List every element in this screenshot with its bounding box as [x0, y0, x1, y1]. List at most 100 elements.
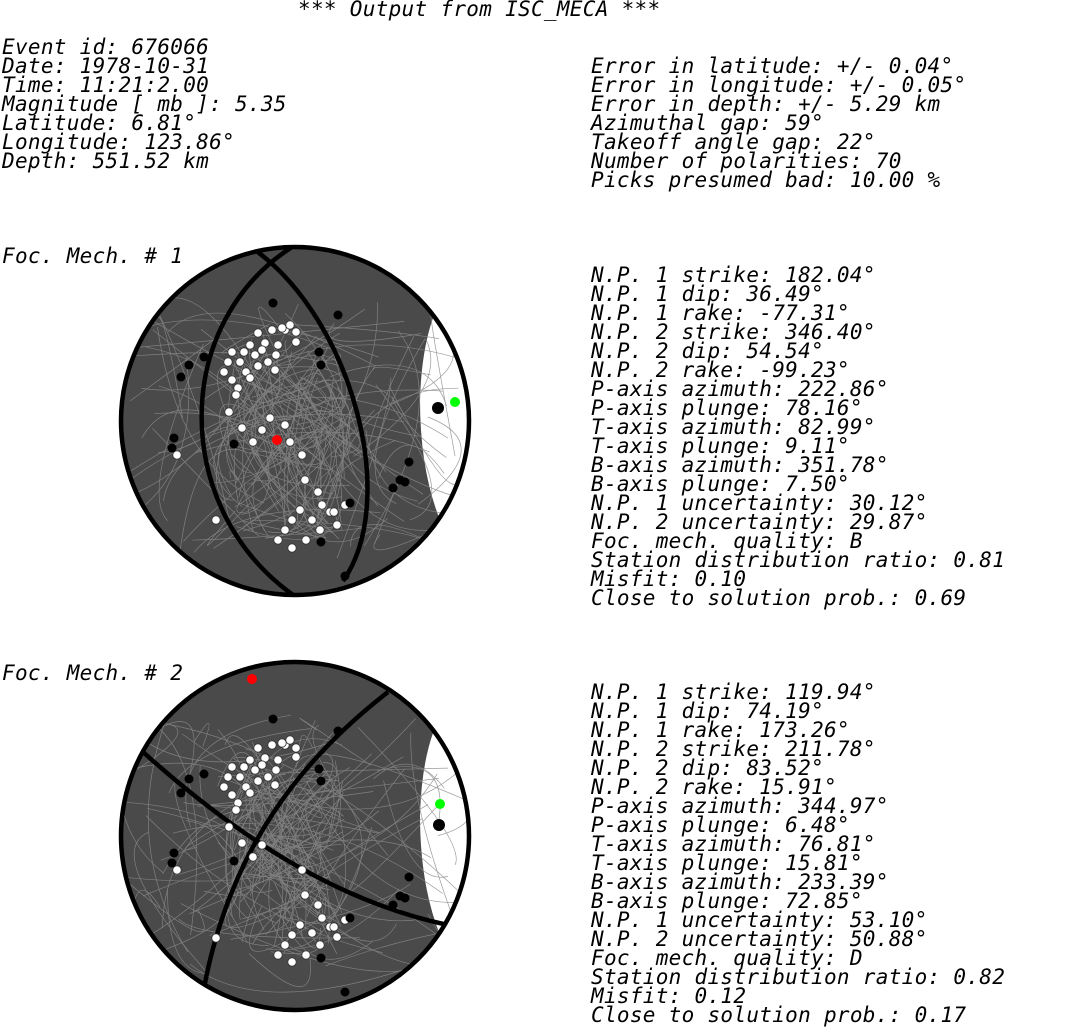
- mech-1-param: B-axis plunge: 7.50°: [591, 472, 850, 496]
- nodal-planes: [199, 247, 370, 595]
- mech-2-param: T-axis azimuth: 76.81°: [591, 832, 876, 856]
- dilatation-polarity: [329, 922, 339, 932]
- uncertainty-line: [121, 877, 205, 933]
- uncertainty-line: [305, 387, 418, 502]
- uncertainty-line: [265, 423, 307, 539]
- uncertainty-line: [374, 338, 426, 505]
- dilatation-polarity: [253, 361, 263, 371]
- uncertainty-line: [248, 949, 311, 987]
- mech-2-param: P-axis plunge: 6.48°: [591, 813, 850, 837]
- uncertainty-line: [226, 331, 305, 481]
- mech-2-param: Close to solution prob.: 0.17: [591, 1003, 967, 1027]
- uncertainty-line: [236, 774, 336, 822]
- uncertainty-line: [146, 346, 286, 534]
- mech-2-param: N.P. 2 uncertainty: 50.88°: [591, 927, 928, 951]
- compression-polarity: [184, 360, 194, 370]
- uncertainty-line: [252, 858, 284, 947]
- compression-polarity: [316, 360, 326, 370]
- uncertainty-line: [279, 323, 439, 339]
- dilatation-polarity: [280, 525, 290, 535]
- dilatation-polarity: [297, 865, 307, 875]
- dilatation-polarity: [285, 437, 295, 447]
- compression-polarity: [167, 443, 177, 453]
- event-id: Event id: 676066: [2, 35, 210, 59]
- dilatation-polarity: [295, 920, 305, 930]
- dilatation-polarity: [329, 507, 339, 517]
- dilatation-polarity: [257, 760, 267, 770]
- mech-2-param: N.P. 1 uncertainty: 53.10°: [591, 908, 928, 932]
- dilatation-polarity: [257, 425, 267, 435]
- uncertainty-line: [312, 724, 389, 856]
- mech-2-param: T-axis plunge: 15.81°: [591, 851, 863, 875]
- uncertainty-line: [261, 913, 279, 923]
- mech-2-param: P-axis azimuth: 344.97°: [591, 794, 889, 818]
- uncertainty-line: [141, 409, 281, 453]
- dilatation-polarity: [231, 805, 241, 815]
- uncertainty-line: [246, 389, 334, 449]
- uncertainty-line: [178, 448, 251, 559]
- uncertainty-line: [281, 720, 316, 825]
- compression-polarity: [388, 900, 398, 910]
- uncertainty-line: [329, 413, 361, 458]
- uncertainty-line: [239, 435, 324, 465]
- page-title: *** Output from ISC_MECA ***: [298, 0, 661, 21]
- uncertainty-line: [417, 416, 462, 505]
- dilatation-polarity: [253, 743, 263, 753]
- dilatation-polarity: [267, 325, 277, 335]
- compression-polarity: [199, 352, 209, 362]
- uncertainty-line: [325, 387, 459, 513]
- uncertainty-line: [287, 427, 329, 523]
- dilatation-polarity: [231, 390, 241, 400]
- p-axis-marker: [272, 435, 282, 445]
- dilatation-polarity: [301, 535, 311, 545]
- uncertainty-line: [258, 802, 290, 855]
- uncertainty-line: [233, 757, 279, 773]
- dilatation-polarity: [291, 327, 301, 337]
- mech-1-param: N.P. 2 rake: -99.23°: [591, 358, 850, 382]
- dilatation-polarity: [280, 940, 290, 950]
- uncertainty-line: [263, 375, 340, 540]
- uncertainty-line: [373, 366, 431, 376]
- dilatation-polarity: [224, 407, 234, 417]
- nodal-plane: [253, 248, 370, 583]
- uncertainty-line: [258, 780, 327, 883]
- mech-1-param: N.P. 1 rake: -77.31°: [591, 301, 850, 325]
- uncertainty-line: [242, 368, 316, 531]
- uncertainty-line: [224, 892, 293, 928]
- p-axis-marker: [247, 674, 257, 684]
- dilatation-polarity: [291, 752, 301, 762]
- compression-polarity: [400, 893, 410, 903]
- mech-2-param: B-axis azimuth: 233.39°: [591, 870, 889, 894]
- dilatation-polarity: [237, 838, 247, 848]
- compression-polarity: [169, 848, 179, 858]
- uncertainty-line: [128, 724, 179, 775]
- uncertainty-line: [157, 327, 265, 504]
- uncertainty-line: [273, 881, 321, 949]
- dilatation-polarity: [227, 762, 237, 772]
- takeoff-angle-gap: Takeoff angle gap: 22°: [591, 130, 876, 154]
- uncertainty-line: [271, 776, 323, 819]
- mech-1-param: Close to solution prob.: 0.69: [591, 586, 967, 610]
- dilatation-polarity: [307, 928, 317, 938]
- uncertainty-line: [281, 760, 341, 848]
- uncertainty-line: [251, 519, 428, 542]
- dilatation-polarity: [297, 450, 307, 460]
- uncertainty-line: [284, 312, 369, 472]
- dilatation-polarity: [239, 762, 249, 772]
- dilatation-polarity: [273, 755, 283, 765]
- event-latitude: Latitude: 6.81°: [2, 111, 197, 135]
- dilatation-polarity: [263, 772, 273, 782]
- uncertainty-line: [209, 881, 333, 936]
- compression-polarity: [314, 764, 324, 774]
- uncertainty-line: [306, 781, 455, 903]
- uncertainty-line: [277, 803, 307, 931]
- number-of-polarities: Number of polarities: 70: [591, 149, 902, 173]
- dilatation-polarity: [239, 347, 249, 357]
- dilatation-polarity: [271, 765, 281, 775]
- uncertainty-line: [245, 748, 343, 913]
- dilatation-polarity: [245, 788, 255, 798]
- dilatation-polarity: [227, 347, 237, 357]
- dilatation-polarity: [273, 950, 283, 960]
- uncertainty-line: [284, 837, 319, 922]
- mech-1-beachball: [118, 244, 480, 598]
